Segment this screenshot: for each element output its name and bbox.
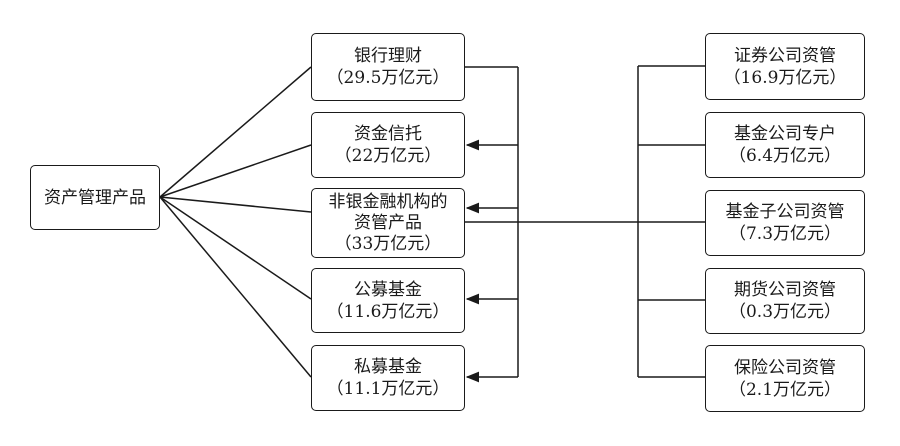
node-title: 私募基金	[354, 357, 422, 377]
node-title: 保险公司资管	[734, 357, 836, 378]
node-futures-am: 期货公司资管 （0.3万亿元）	[705, 268, 865, 334]
fan-line-public-fund	[159, 196, 312, 300]
node-fund-subsidiary-am: 基金子公司资管 （7.3万亿元）	[705, 190, 865, 256]
fan-line-nonbank	[159, 196, 312, 213]
fan-line-trust	[159, 144, 312, 198]
node-title: 非银金融机构的	[328, 191, 448, 212]
node-amount: （16.9万亿元）	[723, 67, 847, 88]
node-title-line2: 资管产品	[354, 212, 422, 233]
node-title: 银行理财	[354, 46, 422, 66]
node-securities-am: 证券公司资管 （16.9万亿元）	[705, 33, 865, 100]
root-node: 资产管理产品	[30, 165, 160, 230]
node-amount: （7.3万亿元）	[728, 224, 842, 244]
fan-line-bank	[159, 66, 312, 198]
node-amount: （11.6万亿元）	[326, 301, 450, 322]
node-title: 资金信托	[354, 124, 422, 144]
node-insurance-am: 保险公司资管 （2.1万亿元）	[705, 345, 865, 412]
node-amount: （11.1万亿元）	[326, 379, 450, 399]
node-fund-company-account: 基金公司专户 （6.4万亿元）	[705, 112, 865, 178]
node-private-fund: 私募基金 （11.1万亿元）	[311, 345, 465, 411]
node-nonbank-products: 非银金融机构的 资管产品 （33万亿元）	[311, 188, 465, 258]
node-amount: （0.3万亿元）	[728, 302, 842, 322]
node-amount: （29.5万亿元）	[326, 68, 450, 88]
node-amount: （6.4万亿元）	[728, 146, 842, 166]
fan-line-private-fund	[159, 196, 312, 378]
node-title: 证券公司资管	[734, 45, 836, 66]
node-fund-trust: 资金信托 （22万亿元）	[311, 112, 465, 178]
node-public-fund: 公募基金 （11.6万亿元）	[311, 268, 465, 333]
node-title: 公募基金	[354, 279, 422, 300]
root-label: 资产管理产品	[44, 187, 146, 208]
node-title: 期货公司资管	[734, 280, 836, 300]
node-amount: （2.1万亿元）	[728, 379, 842, 400]
node-title: 基金公司专户	[734, 124, 836, 144]
node-bank-wealth: 银行理财 （29.5万亿元）	[311, 33, 465, 101]
node-amount: （22万亿元）	[334, 146, 442, 166]
node-title: 基金子公司资管	[725, 202, 845, 222]
node-amount: （33万亿元）	[334, 233, 442, 254]
